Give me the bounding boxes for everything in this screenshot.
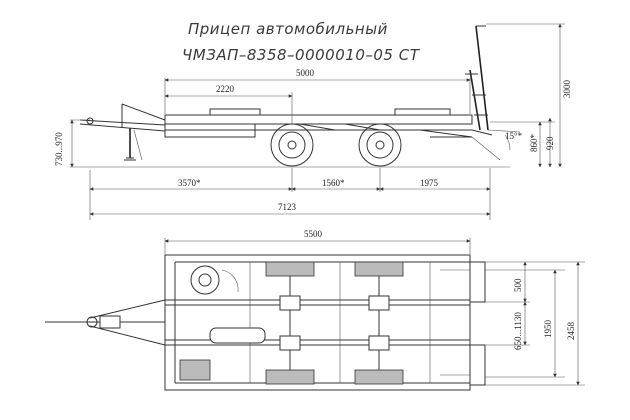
svg-text:3000: 3000 [562,80,572,99]
spare-wheel [190,265,239,295]
svg-text:5000: 5000 [296,68,315,78]
dim-top-length: 5500 [164,229,471,254]
dim-front-section: 2220 [164,84,293,124]
svg-text:500: 500 [513,278,523,292]
svg-text:650...1130: 650...1130 [513,312,523,350]
svg-text:730...970: 730...970 [54,132,64,166]
drawbar [79,103,166,161]
svg-text:15°*: 15°* [505,131,523,141]
svg-text:7123: 7123 [278,202,297,212]
top-view: 5500 500 650...1130 1950 2458 [45,229,585,391]
ramps-top [440,261,486,386]
title-line-2: ЧМЗАП–8358–0000010–05 СТ [182,46,421,64]
dim-ramp-height: 3000 [486,23,572,168]
svg-text:860*: 860* [529,134,539,153]
svg-text:1975: 1975 [420,178,439,188]
svg-text:2220: 2220 [216,84,235,94]
svg-text:920: 920 [545,136,555,150]
svg-text:1560*: 1560* [322,178,345,188]
dim-platform-length: 5000 [164,68,471,114]
dim-deck-height: 860* 920 [490,117,555,168]
dim-top-widths: 500 650...1130 1950 2458 [485,261,585,386]
svg-text:2458: 2458 [566,322,576,341]
title-line-1: Прицеп автомобильный [188,20,388,38]
side-view: 5000 2220 3000 860* 920 730...970 [54,23,572,220]
loading-ramp [465,25,501,161]
axle-front [265,261,315,385]
dim-drawbar-height: 730...970 [54,119,90,168]
wheel-rear [358,123,402,167]
dim-chain: 3570* 1560* 1975 7123 [89,168,491,220]
axle-rear [354,261,404,385]
svg-text:1950: 1950 [543,320,553,339]
dim-ramp-angle: 15°* [487,129,523,151]
frame [164,108,473,138]
drawbar-top [45,299,166,346]
svg-text:5500: 5500 [304,229,323,239]
svg-text:3570*: 3570* [178,178,201,188]
